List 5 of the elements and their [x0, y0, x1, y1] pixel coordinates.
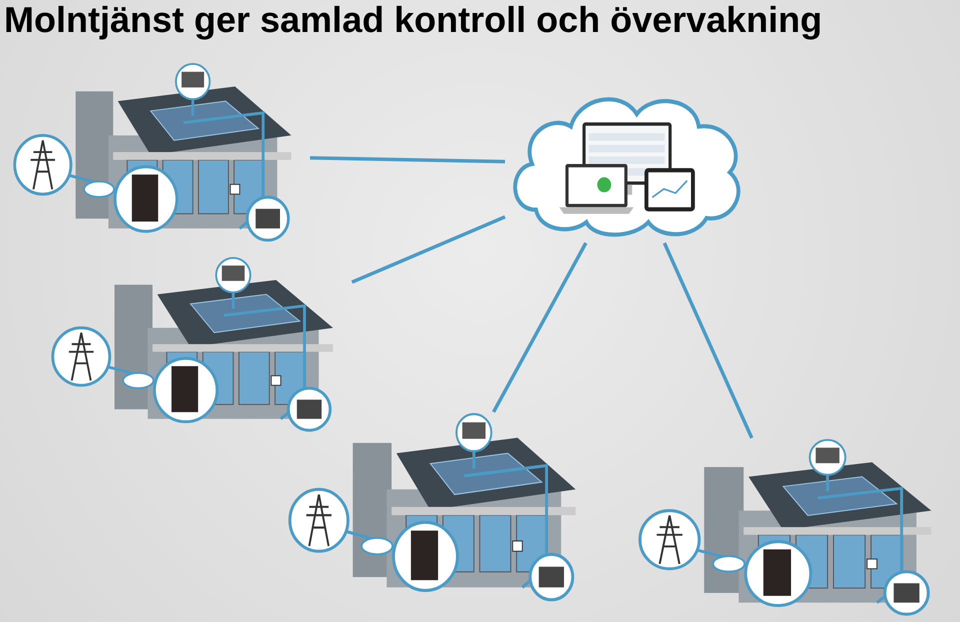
title: Molntjänst ger samlad kontroll och övervakning: [4, 0, 822, 40]
connector-line: [351, 215, 506, 284]
connector-line: [492, 242, 588, 413]
connector-line: [310, 156, 506, 164]
connector-line: [662, 242, 754, 439]
